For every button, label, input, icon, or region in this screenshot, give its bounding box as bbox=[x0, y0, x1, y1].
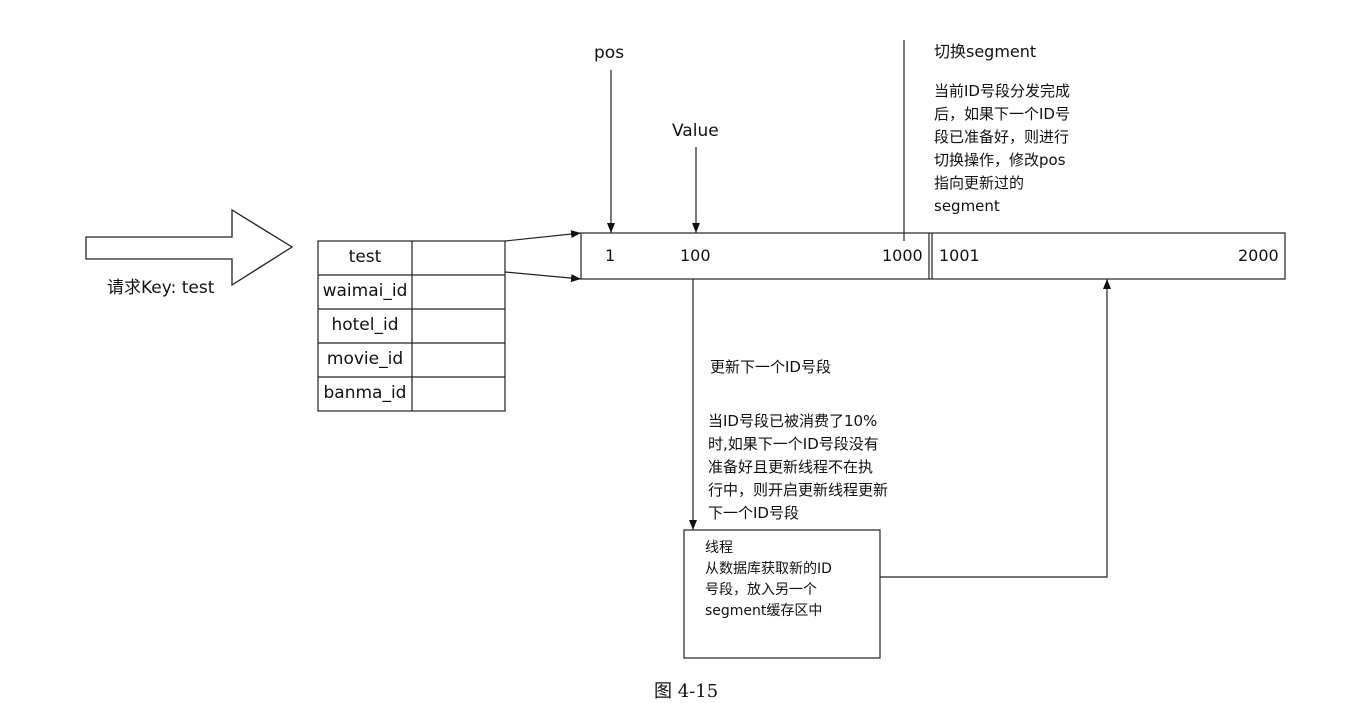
segment1-end: 1000 bbox=[882, 246, 923, 265]
key-cell-waimai: waimai_id bbox=[322, 281, 408, 301]
thread-box bbox=[683, 529, 881, 659]
thread-box-text: 线程 从数据库获取新的ID 号段，放入另一个 segment缓存区中 bbox=[705, 540, 832, 619]
key-cell-movie: movie_id bbox=[326, 349, 404, 369]
segment2-start: 1001 bbox=[939, 246, 980, 265]
key-cell-banma: banma_id bbox=[323, 383, 407, 403]
connector-top bbox=[504, 230, 582, 242]
update-description: 当ID号段已被消费了10% 时,如果下一个ID号段没有 准备好且更新线程不在执 … bbox=[708, 412, 889, 522]
key-table bbox=[317, 240, 506, 412]
segment2-end: 2000 bbox=[1238, 246, 1279, 265]
key-cell-test: test bbox=[348, 247, 382, 267]
figure-caption: 图 4-15 bbox=[654, 681, 719, 702]
segment1-value: 100 bbox=[680, 246, 711, 265]
segment1-start: 1 bbox=[605, 246, 616, 265]
request-arrow bbox=[85, 208, 294, 287]
key-cell-hotel: hotel_id bbox=[331, 315, 399, 335]
connector-bottom bbox=[504, 271, 582, 283]
return-arrow bbox=[880, 279, 1111, 578]
value-label: Value bbox=[672, 121, 719, 141]
request-key-label: 请求Key: test bbox=[107, 278, 215, 298]
update-title: 更新下一个ID号段 bbox=[710, 358, 831, 376]
segment-buffer bbox=[580, 232, 1286, 280]
switch-description: 当前ID号段分发完成 后，如果下一个ID号 段已准备好，则进行 切换操作，修改p… bbox=[934, 82, 1070, 215]
switch-title: 切换segment bbox=[934, 42, 1037, 61]
pos-label: pos bbox=[594, 43, 625, 63]
